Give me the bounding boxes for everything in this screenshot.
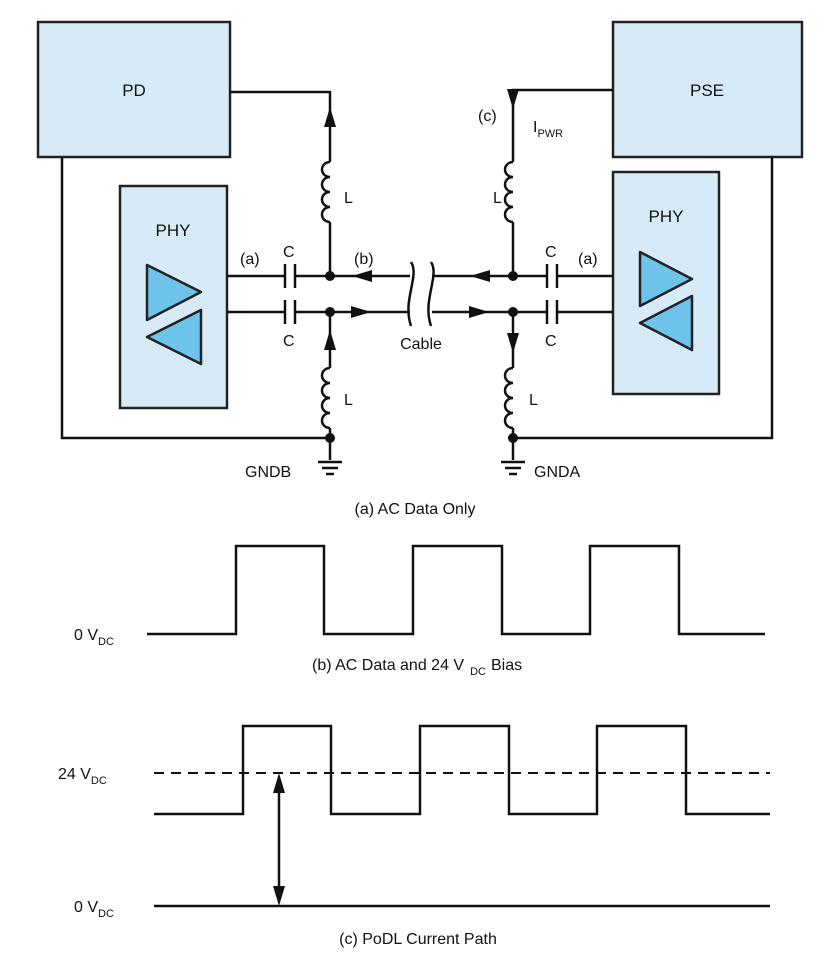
junction-dot bbox=[325, 307, 335, 317]
path-marker-c: (c) bbox=[478, 108, 497, 125]
pse-return-wire bbox=[513, 157, 774, 440]
waveform-ac-data bbox=[147, 544, 765, 636]
pse-label: PSE bbox=[690, 81, 724, 100]
arrow-left-icon bbox=[470, 270, 490, 282]
cable-label: Cable bbox=[400, 336, 442, 353]
inductor-label: L bbox=[344, 392, 353, 409]
phy-right-receive-triangle bbox=[638, 294, 694, 352]
pd-label: PD bbox=[122, 81, 146, 100]
ground-left-icon bbox=[318, 460, 342, 476]
zero-voltage-label: 0 VDC bbox=[74, 899, 114, 920]
right-bottom-inductor bbox=[503, 366, 514, 430]
ground-right-label: GNDA bbox=[534, 464, 581, 481]
zero-voltage-label: 0 VDC bbox=[74, 627, 114, 648]
bias-voltage-label: 24 VDC bbox=[58, 766, 107, 787]
capacitor-label: C bbox=[283, 333, 295, 350]
arrow-up-icon bbox=[324, 107, 336, 127]
arrow-up-icon bbox=[273, 773, 285, 793]
left-top-capacitor bbox=[283, 264, 297, 288]
left-bottom-capacitor bbox=[283, 300, 297, 324]
arrow-right-icon bbox=[469, 306, 489, 318]
current-label: IPWR bbox=[533, 119, 563, 140]
path-marker-a-left: (a) bbox=[240, 251, 260, 268]
phy-left-receive-triangle bbox=[145, 308, 203, 366]
pd-return-wire bbox=[60, 157, 330, 440]
inductor-label: L bbox=[493, 190, 502, 207]
inductor-label: L bbox=[344, 190, 353, 207]
right-bottom-capacitor bbox=[545, 300, 559, 324]
junction-dot bbox=[508, 271, 518, 281]
pd-power-wire bbox=[230, 90, 332, 162]
arrow-up-icon bbox=[324, 330, 336, 350]
phy-left-label: PHY bbox=[156, 221, 191, 240]
junction-dot bbox=[325, 433, 335, 443]
phy-left-transmit-triangle bbox=[145, 263, 203, 322]
junction-dot bbox=[325, 271, 335, 281]
ground-left-label: GNDB bbox=[245, 464, 291, 481]
waveform-biased-data bbox=[154, 724, 770, 816]
cable-break-icon bbox=[407, 261, 435, 327]
caption-c: (c) PoDL Current Path bbox=[339, 931, 497, 948]
left-top-inductor bbox=[320, 160, 331, 224]
path-marker-b: (b) bbox=[354, 251, 374, 268]
right-top-capacitor bbox=[545, 264, 559, 288]
pse-block bbox=[611, 20, 804, 159]
phy-right-label: PHY bbox=[649, 207, 684, 226]
arrow-down-icon bbox=[507, 333, 519, 353]
capacitor-label: C bbox=[545, 244, 557, 261]
junction-dot bbox=[508, 307, 518, 317]
capacitor-label: C bbox=[283, 244, 295, 261]
arrow-down-icon bbox=[273, 886, 285, 906]
inductor-label: L bbox=[529, 392, 538, 409]
capacitor-label: C bbox=[545, 333, 557, 350]
left-bottom-inductor bbox=[320, 366, 331, 430]
arrow-down-icon bbox=[507, 89, 519, 109]
pd-block bbox=[36, 20, 232, 159]
arrow-right-icon bbox=[351, 306, 371, 318]
path-marker-a-right: (a) bbox=[578, 251, 598, 268]
junction-dot bbox=[508, 433, 518, 443]
phy-right-transmit-triangle bbox=[638, 250, 694, 308]
pse-power-wire bbox=[511, 88, 613, 162]
right-top-inductor bbox=[503, 160, 514, 224]
ground-right-icon bbox=[501, 460, 525, 476]
caption-a: (a) AC Data Only bbox=[355, 501, 476, 518]
arrow-left-icon bbox=[352, 270, 372, 282]
